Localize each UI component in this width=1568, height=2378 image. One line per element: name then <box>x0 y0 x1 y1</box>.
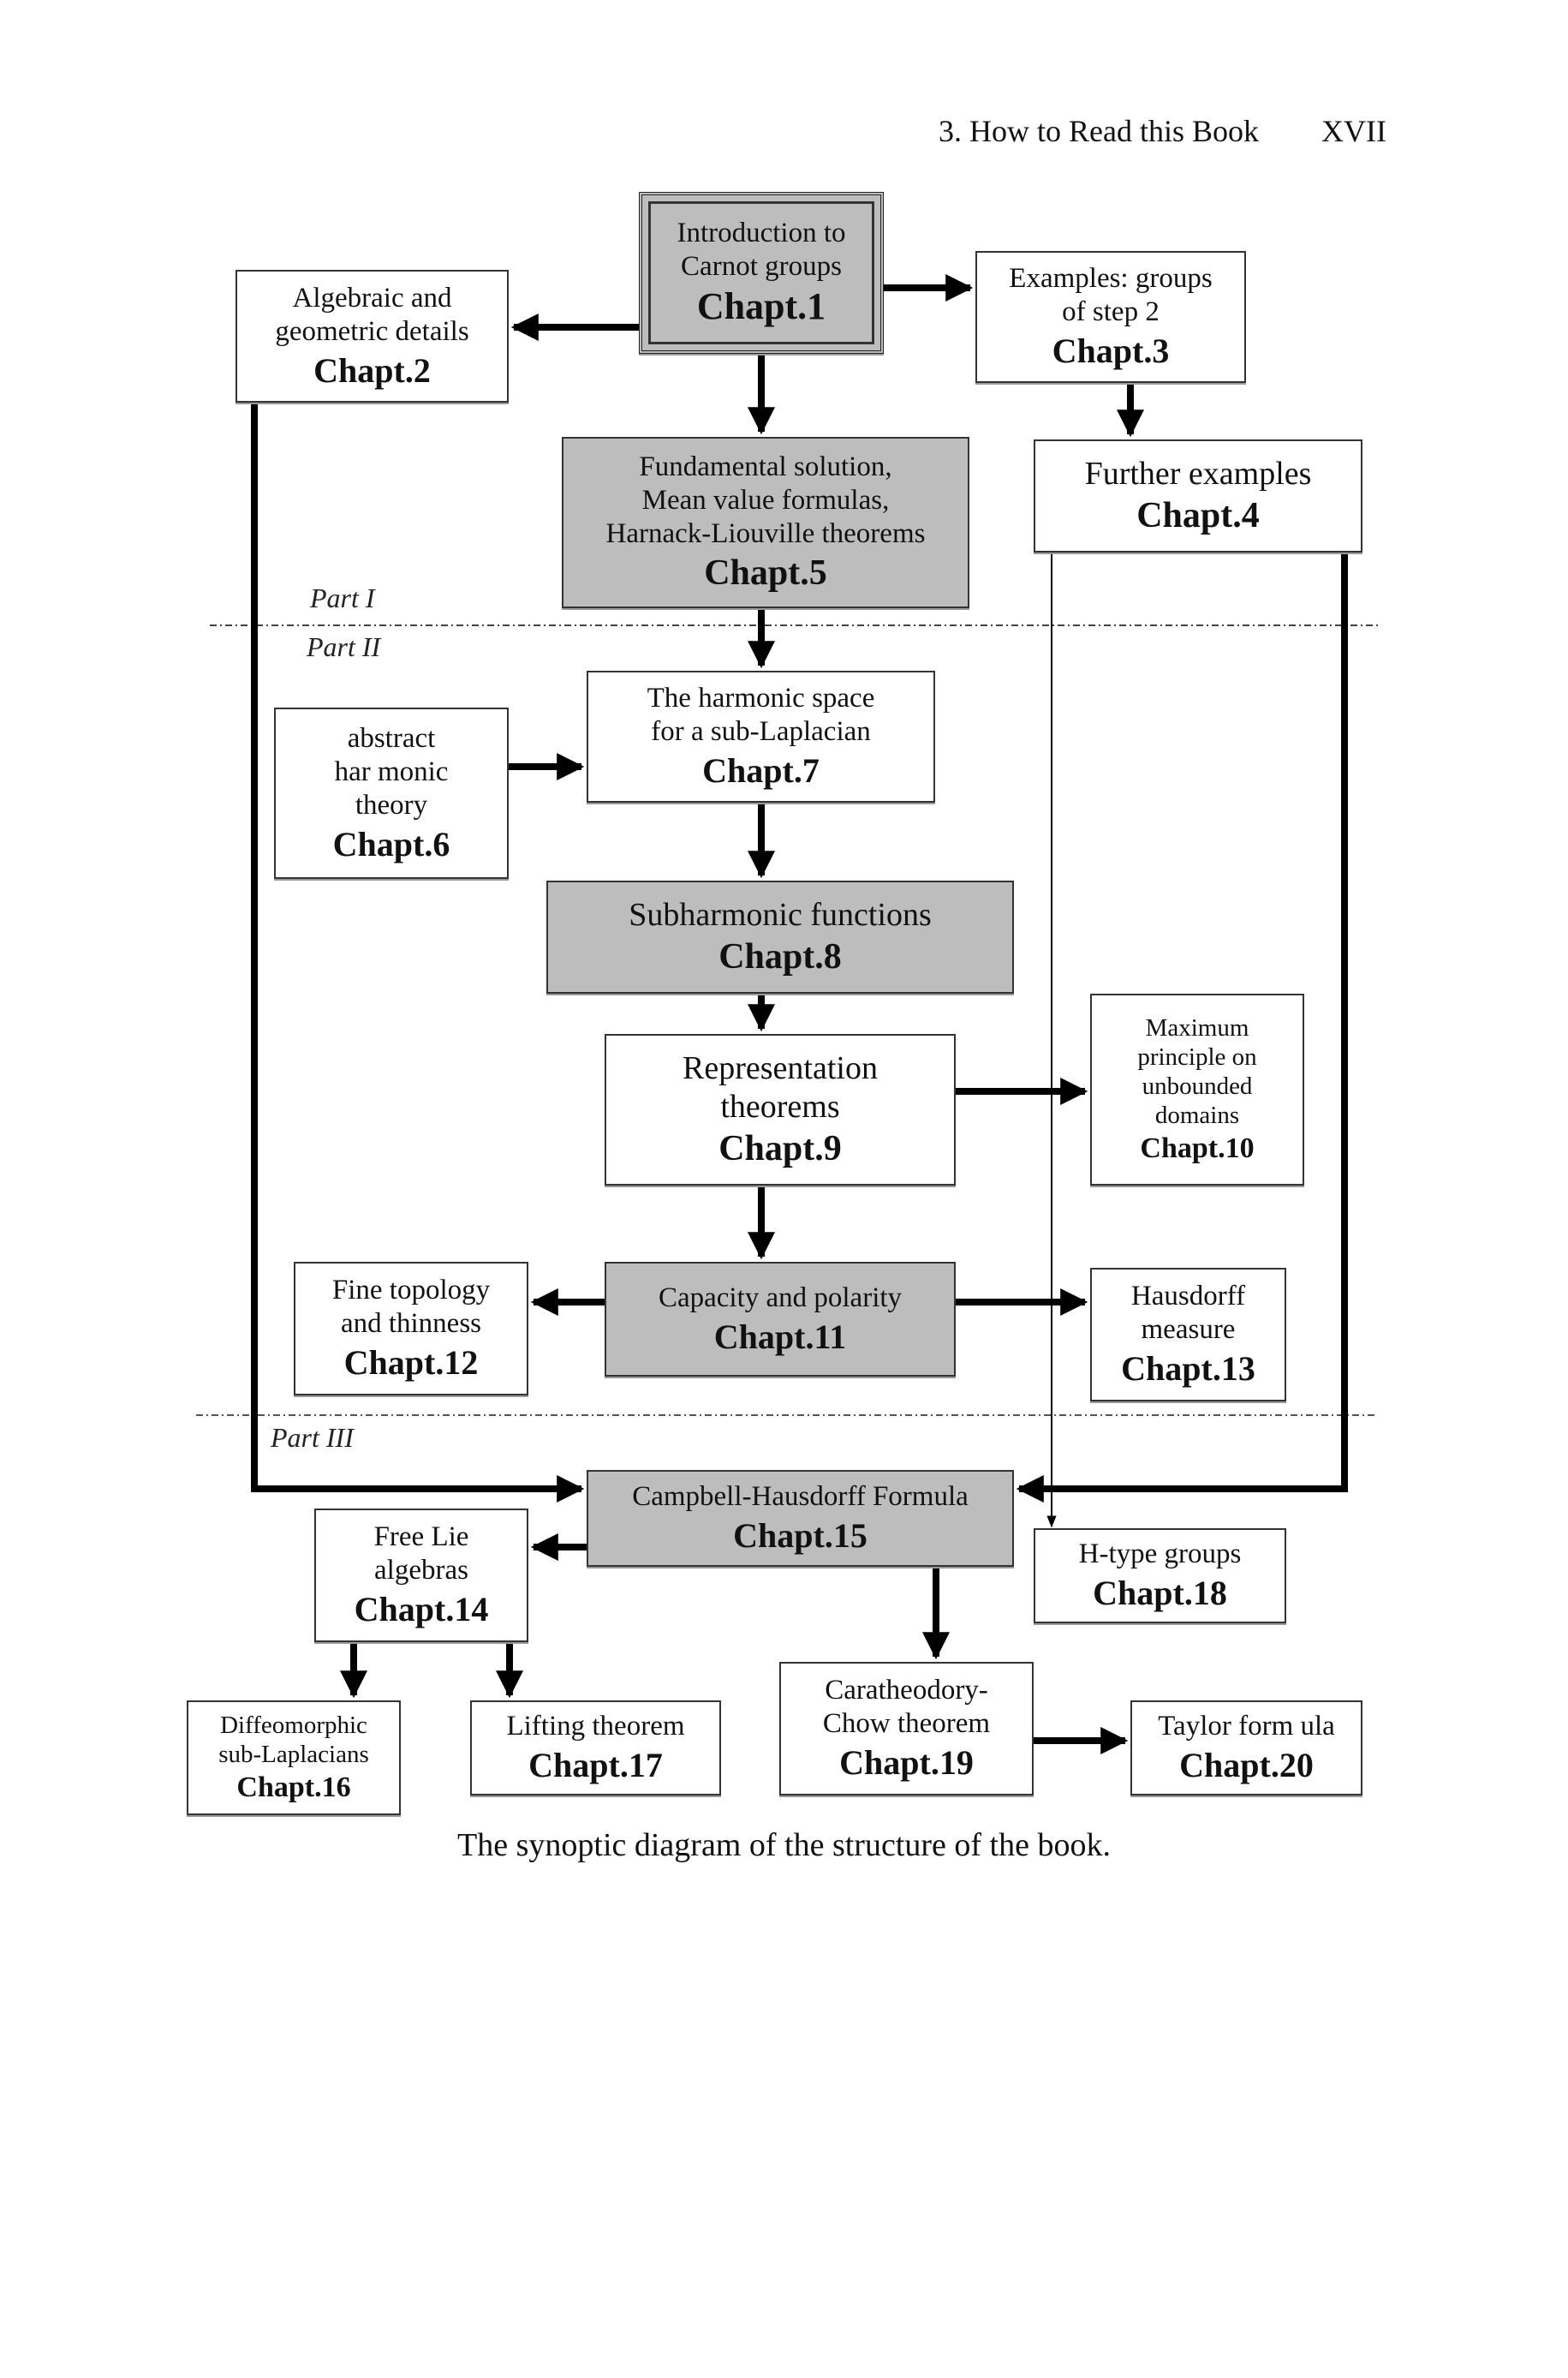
chapter-number: Chapt.15 <box>733 1516 867 1556</box>
chapter-number: Chapt.3 <box>1052 332 1170 371</box>
chapter-title-line: Further examples <box>1084 455 1312 492</box>
edge-ch2-ch15 <box>251 403 585 1503</box>
chapter-number: Chapt.8 <box>718 936 842 977</box>
chapter-title-line: theory <box>355 789 428 821</box>
chapter-number: Chapt.18 <box>1093 1574 1227 1613</box>
chapter-title-line: Maximum <box>1145 1013 1249 1042</box>
part-2-label: Part II <box>307 631 381 662</box>
chapter-title-line: Representation <box>683 1049 878 1086</box>
chapter-title-line: Taylor form ula <box>1158 1711 1335 1742</box>
chapter-title-line: and thinness <box>340 1308 482 1340</box>
chapter-number: Chapt.1 <box>696 285 826 328</box>
chapter-title-line: Examples: groups <box>1009 263 1213 295</box>
chapter-title-line: abstract <box>347 723 436 754</box>
chapter-title-line: for a sub-Laplacian <box>651 716 871 748</box>
chapter-title-line: Introduction to <box>677 217 846 248</box>
running-header-section: 3. How to Read this Book <box>939 114 1259 148</box>
chapter-number: Chapt.19 <box>839 1743 974 1783</box>
chapter-title-line: Campbell-Hausdorff Formula <box>632 1481 969 1513</box>
chapter-number: Chapt.20 <box>1179 1746 1314 1785</box>
chapter-title-line: Chow theorem <box>822 1708 991 1740</box>
chapter-title-line: Harnack-Liouville theorems <box>605 517 926 549</box>
chapter-number: Chapt.2 <box>313 350 431 390</box>
chapter-title-line: Carnot groups <box>681 250 842 282</box>
chapter-number: Chapt.12 <box>343 1343 479 1383</box>
chapter-title-line: har monic <box>334 756 449 787</box>
chapter-title-line: Capacity and polarity <box>658 1282 903 1313</box>
chapter-number: Chapt.14 <box>354 1590 489 1629</box>
chapter-title-line: Caratheodory- <box>825 1675 988 1706</box>
chapter-number: Chapt.17 <box>528 1746 663 1785</box>
chapter-number: Chapt.6 <box>332 824 450 863</box>
chapter-title-line: The harmonic space <box>647 683 875 714</box>
chapter-title-line: theorems <box>720 1088 840 1125</box>
chapter-number: Chapt.13 <box>1121 1349 1255 1389</box>
part-3-label: Part III <box>271 1422 354 1453</box>
part-1-label: Part I <box>310 583 375 613</box>
chapter-number: Chapt.16 <box>236 1772 351 1804</box>
chapter-number: Chapt.11 <box>713 1317 847 1356</box>
chapter-title-line: domains <box>1154 1102 1240 1130</box>
chapter-number: Chapt.4 <box>1136 495 1260 535</box>
chapter-number: Chapt.10 <box>1140 1132 1255 1165</box>
chapter-box-5: Fundamental solution,Mean value formulas… <box>562 437 969 608</box>
figure-caption: The synoptic diagram of the structure of… <box>457 1827 1111 1863</box>
chapter-title-line: Free Lie <box>373 1521 469 1553</box>
chapter-number: Chapt.7 <box>702 751 820 791</box>
chapter-title-line: unbounded <box>1142 1072 1253 1100</box>
chapter-title-line: algebras <box>374 1555 468 1586</box>
chapter-title-line: Lifting theorem <box>506 1711 685 1742</box>
chapter-title-line: sub-Laplacians <box>218 1740 369 1768</box>
chapter-title-line: geometric details <box>275 315 469 347</box>
chapter-title-line: Diffeomorphic <box>220 1711 367 1739</box>
page-number: XVII <box>1321 114 1386 148</box>
edge-ch4-ch15 <box>1016 553 1348 1503</box>
chapter-title-line: Hausdorff <box>1130 1281 1246 1312</box>
chapter-title-line: of step 2 <box>1062 296 1160 328</box>
chapter-number: Chapt.5 <box>704 553 827 593</box>
chapter-title-line: measure <box>1141 1314 1236 1346</box>
chapter-title-line: Mean value formulas, <box>641 484 890 516</box>
chapter-title-line: Fine topology <box>331 1275 491 1306</box>
chapter-title-line: Fundamental solution, <box>639 451 892 482</box>
chapter-number: Chapt.9 <box>718 1128 842 1168</box>
chapter-title-line: Subharmonic functions <box>629 896 932 933</box>
chapter-title-line: principle on <box>1137 1043 1257 1071</box>
chapter-title-line: H-type groups <box>1078 1539 1242 1570</box>
chapter-title-line: Algebraic and <box>292 282 452 314</box>
